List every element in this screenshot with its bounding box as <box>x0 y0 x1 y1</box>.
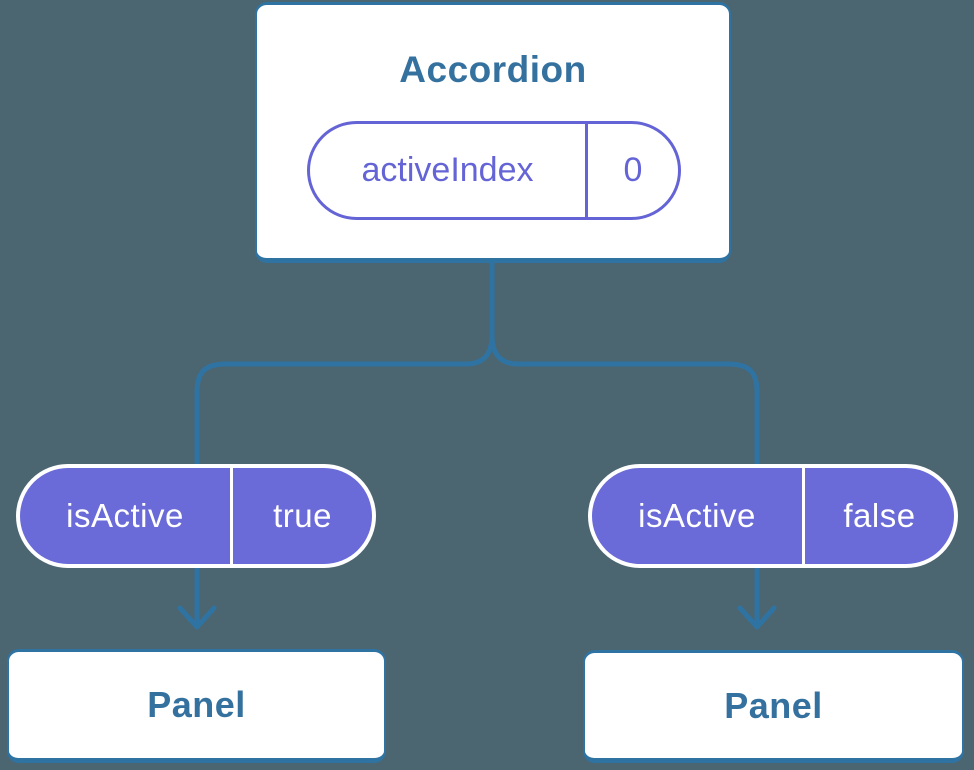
prop-pill-right: isActive false <box>588 464 958 568</box>
panel-label-left: Panel <box>147 684 246 725</box>
prop-value-label-right: false <box>802 468 954 564</box>
connector-right-branch <box>489 261 760 628</box>
panel-label-right: Panel <box>724 684 823 726</box>
state-value-label: 0 <box>585 124 678 217</box>
prop-pill-left: isActive true <box>16 464 376 568</box>
arrowhead-left-icon <box>177 605 217 630</box>
prop-name-label-left: isActive <box>66 497 184 534</box>
panel-node-box-right: Panel <box>583 650 964 763</box>
accordion-title: Accordion <box>399 49 587 90</box>
arrowhead-right-icon <box>737 605 777 630</box>
panel-node-box-left: Panel <box>7 649 386 763</box>
state-name-label: activeIndex <box>361 151 534 189</box>
connector-left-branch <box>194 261 495 628</box>
state-pill: activeIndex 0 <box>307 121 681 220</box>
prop-value-label-left: true <box>230 468 372 564</box>
accordion-node-box: Accordion activeIndex 0 <box>255 2 731 263</box>
prop-name-label-right: isActive <box>638 497 756 534</box>
